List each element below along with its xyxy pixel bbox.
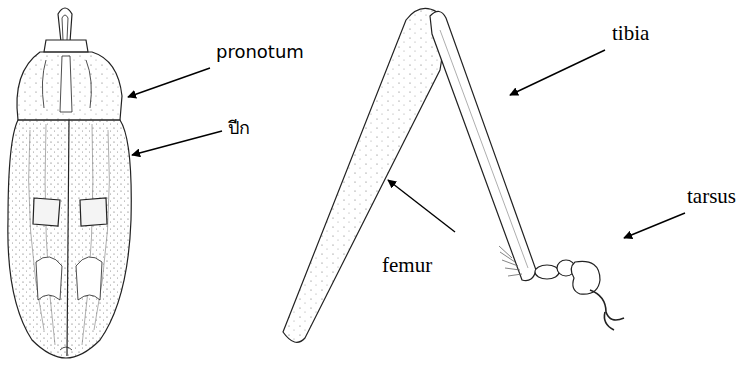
- part-label: pronotum: [216, 42, 304, 62]
- leader-lines: [128, 50, 685, 238]
- part-label: femur: [382, 254, 432, 277]
- leader-line: [128, 68, 210, 97]
- leader-line: [510, 50, 605, 95]
- part-label: ปีก: [228, 118, 250, 138]
- beetle-drawing: [8, 8, 131, 358]
- leg-drawing: [283, 8, 624, 342]
- leader-line: [624, 213, 685, 238]
- part-label: tibia: [612, 22, 649, 45]
- leader-line: [388, 180, 455, 232]
- part-label: tarsus: [687, 185, 736, 208]
- leader-line: [132, 131, 222, 155]
